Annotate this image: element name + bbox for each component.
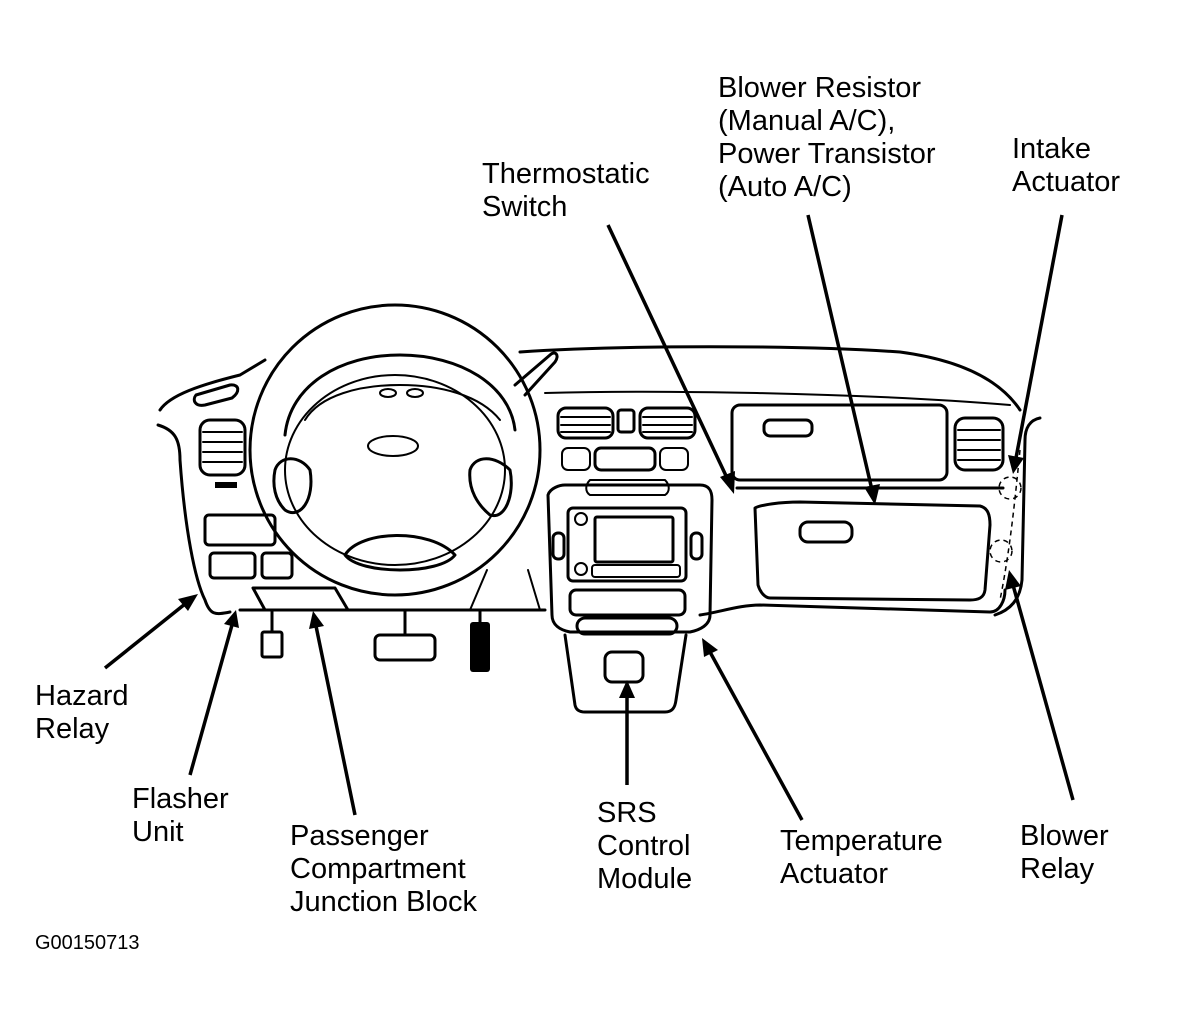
figure-id: G00150713 — [35, 932, 140, 954]
dash-upper-edge — [544, 390, 1011, 406]
upper-glove-box-latch — [762, 418, 814, 438]
label-line: Temperature — [780, 825, 943, 857]
center-knob-right — [689, 531, 704, 561]
indicator-lamp-left — [379, 388, 397, 398]
label-line: Blower — [1020, 820, 1109, 852]
lower-console — [563, 633, 688, 714]
upper-glove-box — [730, 403, 949, 482]
audio-unit — [566, 506, 688, 583]
instrument-cluster-face — [304, 384, 501, 421]
steering-wheel-right-spoke — [468, 457, 513, 518]
label-line: Unit — [132, 816, 184, 848]
audio-knob-left-top — [574, 512, 588, 526]
label-line: Module — [597, 863, 693, 895]
climate-display — [593, 446, 657, 472]
label-thermostatic-switch: Thermostatic Switch — [482, 158, 650, 224]
leader-junction-block — [309, 611, 357, 816]
left-center-vent — [198, 418, 247, 477]
audio-knob-left-bottom — [574, 562, 588, 576]
label-blower-resistor: Blower Resistor (Manual A/C), Power Tran… — [718, 72, 936, 204]
leader-blower-relay — [1005, 570, 1075, 801]
label-line: Junction Block — [290, 886, 477, 918]
label-junction-block: Passenger Compartment Junction Block — [290, 820, 477, 919]
steering-wheel-left-spoke — [272, 457, 313, 514]
intake-actuator-location — [998, 476, 1022, 500]
audio-preset-row — [591, 564, 681, 578]
cup-holder — [575, 616, 679, 636]
dash-right-end — [993, 416, 1042, 617]
label-line: Relay — [35, 713, 110, 745]
center-vent-right — [638, 406, 697, 440]
leader-srs-module — [619, 680, 635, 785]
column-stalk — [513, 351, 559, 397]
storage-tray — [568, 588, 687, 617]
label-line: Passenger — [290, 820, 429, 852]
center-vent-left — [556, 406, 615, 440]
console-pocket — [603, 650, 645, 684]
label-line: Control — [597, 830, 691, 862]
steering-wheel-lower-pad — [343, 534, 457, 572]
label-line: SRS — [597, 797, 657, 829]
hazard-switch — [616, 408, 636, 434]
label-line: Power Transistor — [718, 138, 936, 170]
dash-top-outline — [158, 345, 1022, 412]
label-line: (Auto A/C) — [718, 171, 852, 203]
right-vent-slats — [957, 429, 1001, 461]
label-line: Hazard — [35, 680, 129, 712]
label-line: Intake — [1012, 133, 1091, 165]
label-temperature-actuator: Temperature Actuator — [780, 825, 943, 891]
left-switch-panel-lower-a — [208, 551, 257, 580]
label-line: Actuator — [780, 858, 888, 890]
label-flasher-unit: Flasher Unit — [132, 783, 229, 849]
leader-thermostatic-switch — [606, 224, 735, 494]
dash-left-end — [156, 423, 232, 615]
indicator-lamp-right — [406, 388, 424, 398]
label-hazard-relay: Hazard Relay — [35, 680, 129, 746]
right-side-vent — [953, 416, 1005, 472]
leader-intake-actuator — [1008, 214, 1064, 474]
label-intake-actuator: Intake Actuator — [1012, 133, 1120, 199]
instrument-cluster-hood — [283, 353, 517, 437]
blower-relay-location — [989, 539, 1013, 563]
accelerator-pedal — [470, 622, 490, 672]
steering-wheel-hub — [367, 435, 419, 457]
leader-flasher-unit — [188, 610, 239, 776]
center-stack-bezel — [546, 483, 714, 634]
label-srs-control-module: SRS Control Module — [597, 797, 692, 896]
steering-wheel-rim — [248, 303, 542, 597]
leader-hazard-relay — [103, 594, 198, 670]
label-line: Thermostatic — [482, 158, 650, 190]
glove-box-handle — [798, 520, 854, 544]
label-line: Blower Resistor — [718, 72, 922, 104]
left-side-vent — [192, 383, 240, 407]
climate-buttons-right — [659, 447, 689, 471]
center-vent-slats — [560, 416, 693, 433]
glove-box — [753, 500, 992, 602]
label-line: Actuator — [1012, 166, 1120, 198]
label-blower-relay: Blower Relay — [1020, 820, 1109, 886]
left-switch-panel-lower-b — [260, 551, 294, 580]
leader-temperature-actuator — [702, 638, 804, 821]
label-line: Relay — [1020, 853, 1095, 885]
leader-blower-resistor — [806, 214, 880, 505]
dash-lower-edge — [238, 588, 1007, 617]
left-vent-control — [215, 482, 237, 488]
center-knob-left — [551, 531, 566, 561]
label-line: (Manual A/C), — [718, 105, 896, 137]
label-line: Switch — [482, 191, 568, 223]
steering-wheel-inner — [284, 374, 506, 566]
dash-right-end-inner — [999, 449, 1021, 601]
left-vent-slats — [202, 431, 243, 463]
audio-display — [593, 515, 675, 564]
label-line: Flasher — [132, 783, 229, 815]
climate-buttons-left — [561, 447, 591, 471]
steering-column — [469, 569, 541, 611]
label-line: Compartment — [290, 853, 466, 885]
